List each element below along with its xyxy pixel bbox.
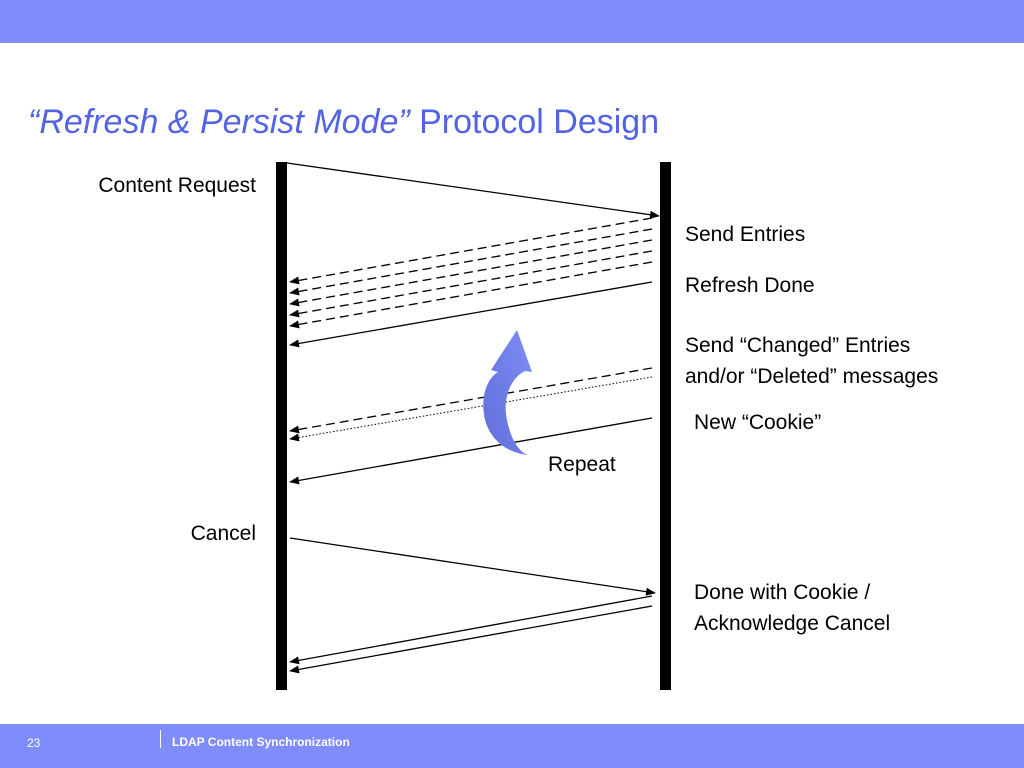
done-cookie-label-line2: Acknowledge Cancel [694,612,891,635]
done-cookie-label-line1: Done with Cookie / [694,581,871,604]
send-changed-label-line2: and/or “Deleted” messages [685,365,939,388]
repeat-label: Repeat [548,453,616,476]
title-quoted: “Refresh & Persist Mode” [28,103,410,141]
slide-title: “Refresh & Persist Mode” Protocol Design [28,103,659,142]
acknowledge-cancel-arrow [289,605,653,674]
send-entries-arrow-1 [289,217,653,285]
cancel-label: Cancel [190,522,256,545]
client-lifeline [276,162,287,690]
send-entries-arrow-3 [289,239,653,307]
footer-divider [160,730,161,748]
done-cookie-arrow [289,595,653,665]
send-entries-arrow-2 [289,228,653,296]
title-rest: Protocol Design [409,103,660,141]
footer-band: 23 LDAP Content Synchronization [0,724,1024,768]
new-cookie-arrow [289,417,653,485]
send-changed-label-line1: Send “Changed” Entries [685,334,911,357]
changed-entries-arrow [289,367,653,434]
send-entries-arrow-5 [289,261,653,329]
server-lifeline [660,162,671,690]
new-cookie-label: New “Cookie” [694,411,822,434]
refresh-done-arrow [289,281,653,348]
page-number: 23 [27,736,41,750]
refresh-done-label: Refresh Done [685,274,815,297]
footer-title: LDAP Content Synchronization [172,735,350,749]
cancel-arrow [289,537,656,596]
send-entries-label: Send Entries [685,223,806,246]
curved-arrow-icon [483,330,532,477]
header-band [0,0,1024,43]
content-request-label: Content Request [98,174,256,197]
deleted-messages-arrow [289,376,653,442]
content-request-arrow [286,162,660,219]
send-entries-arrow-4 [289,250,653,318]
